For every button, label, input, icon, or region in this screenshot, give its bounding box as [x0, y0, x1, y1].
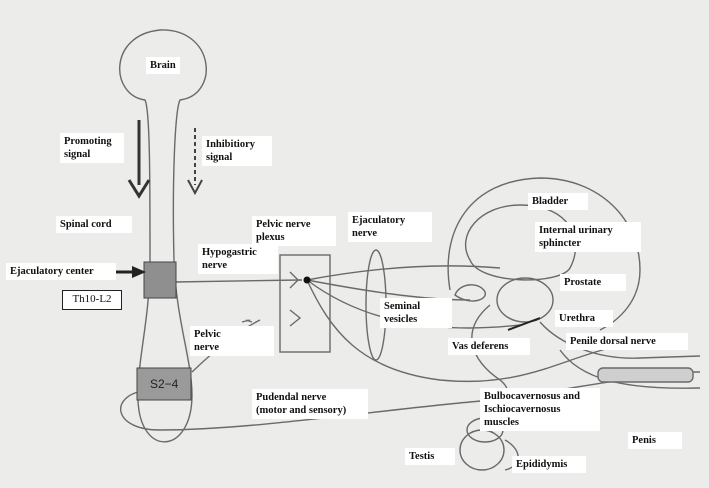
label-pudendal-nerve: Pudendal nerve (motor and sensory) [252, 389, 368, 419]
label-urethra: Urethra [555, 310, 613, 327]
label-bulbo-ischio-muscles: Bulbocavernosus and Ischiocavernosus mus… [480, 388, 600, 431]
label-penis: Penis [628, 432, 682, 449]
label-internal-urinary-sphincter: Internal urinary sphincter [535, 222, 641, 252]
label-brain: Brain [146, 57, 180, 74]
th10-l2-segment [143, 261, 177, 299]
s2-4-segment [136, 367, 192, 401]
label-ejaculatory-center: Ejaculatory center [6, 263, 116, 280]
testis-outline [459, 429, 505, 471]
label-vas-deferens: Vas deferens [448, 338, 530, 355]
label-testis: Testis [405, 448, 455, 465]
label-th10-l2: Th10-L2 [62, 290, 122, 310]
plexus-node [303, 276, 311, 284]
label-inhibitory-signal: Inhibitiory signal [202, 136, 272, 166]
label-s2-4: S2−4 [150, 377, 179, 391]
ejaculatory-center-arrow [115, 266, 146, 278]
pelvis-outline [447, 177, 641, 331]
label-ejaculatory-nerve: Ejaculatory nerve [348, 212, 432, 242]
label-seminal-vesicles: Seminal vesicles [380, 298, 452, 328]
label-promoting-signal: Promoting signal [60, 133, 124, 163]
label-pelvic-nerve: Pelvic nerve [190, 326, 274, 356]
label-pelvic-nerve-plexus: Pelvic nerve plexus [252, 216, 336, 246]
inhibitory-signal-arrow [187, 128, 203, 196]
pelvic-plexus-box [279, 254, 331, 353]
hypogastric-nerve-line [173, 279, 301, 283]
label-bladder: Bladder [528, 193, 588, 210]
label-penile-dorsal-nerve: Penile dorsal nerve [566, 333, 688, 350]
label-prostate: Prostate [560, 274, 626, 291]
label-epididymis: Epididymis [512, 456, 586, 473]
promoting-signal-arrow [127, 120, 151, 199]
label-spinal-cord: Spinal cord [56, 216, 132, 233]
prostate-outline [496, 277, 554, 323]
label-hypogastric-nerve: Hypogastric nerve [198, 244, 278, 274]
